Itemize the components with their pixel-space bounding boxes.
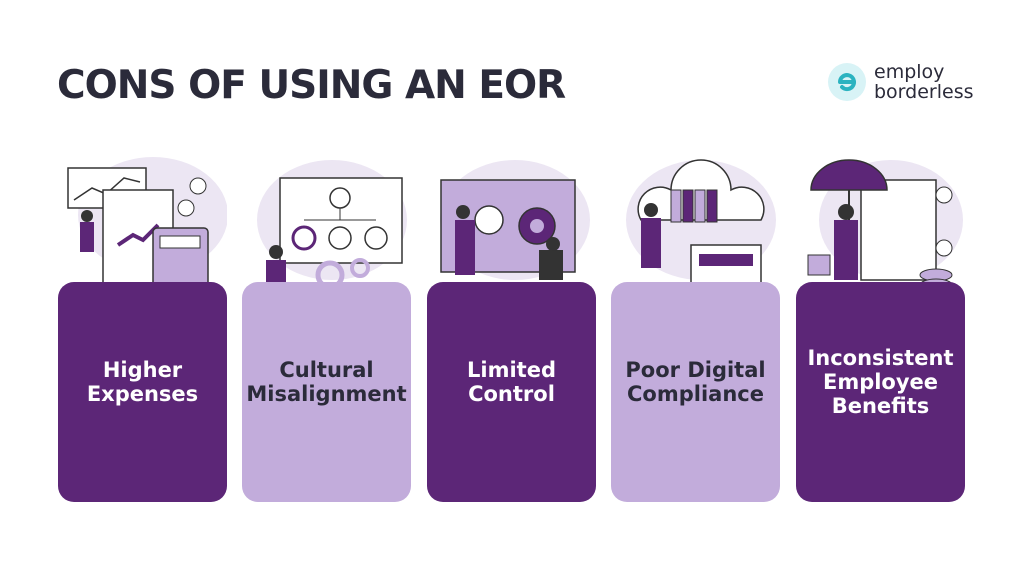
expenses-illustration-icon [67, 157, 227, 309]
card-label: Higher Expenses [86, 358, 199, 406]
card-label: Inconsistent Employee Benefits [807, 346, 954, 418]
logo-line-1: employ [874, 61, 945, 83]
logo-line-2: borderless [874, 81, 974, 103]
logo-mark-icon [828, 63, 866, 101]
card-label: Poor Digital Compliance [625, 358, 766, 406]
card-label: Limited Control [467, 358, 556, 406]
card-higher-expenses: Higher Expenses [58, 282, 227, 502]
brand-logo: employ borderless [828, 62, 974, 102]
card-poor-digital-compliance: Poor Digital Compliance [611, 282, 780, 502]
gears-illustration-icon [440, 160, 590, 280]
card-cultural-misalignment: Cultural Misalignment [242, 282, 411, 502]
card-limited-control: Limited Control [427, 282, 596, 502]
cloud-compliance-illustration-icon [626, 159, 776, 296]
card-label: Cultural Misalignment [246, 358, 407, 406]
page-title: CONS OF USING AN EOR [57, 63, 566, 108]
card-inconsistent-employee-benefits: Inconsistent Employee Benefits [796, 282, 965, 502]
org-chart-illustration-icon [257, 160, 407, 305]
